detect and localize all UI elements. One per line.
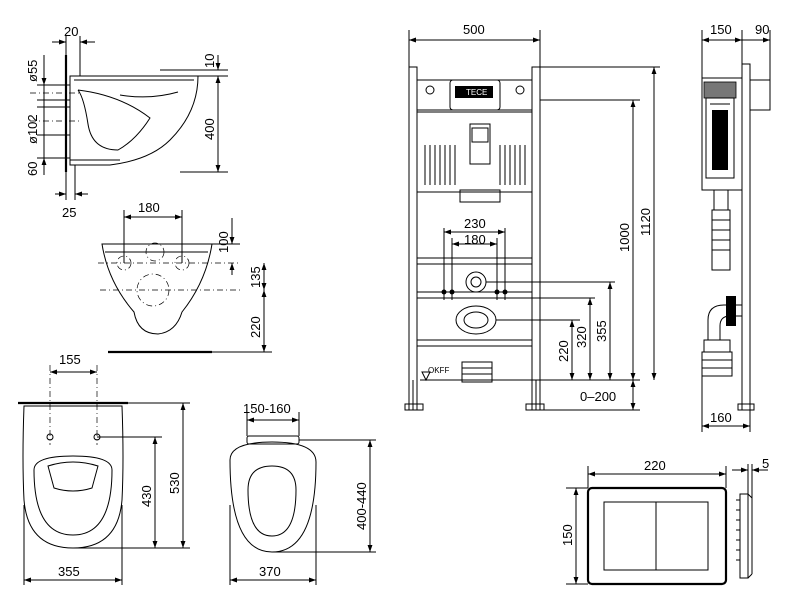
bowl-rear-135-label: 135 <box>248 266 263 288</box>
bowl-side-400-label: 400 <box>202 118 217 140</box>
seat-view: 150-160 400-440 370 <box>229 401 376 585</box>
frame-230-label: 230 <box>464 216 486 231</box>
bowl-top-view: 155 430 530 355 <box>18 352 190 585</box>
bowl-side-view: ø55 ø102 60 20 25 10 400 <box>25 24 228 220</box>
frame-1000-label: 1000 <box>617 223 632 252</box>
frame-width-label: 500 <box>463 22 485 37</box>
bowl-side-60-label: 60 <box>25 162 40 176</box>
bowl-side-10-label: 10 <box>202 54 217 68</box>
bowl-rear-view: 180 100 135 220 <box>98 200 272 354</box>
frame-side-view: 150 90 160 <box>701 22 771 432</box>
frame-180-label: 180 <box>464 232 486 247</box>
plate-thickness-label: 5 <box>762 456 769 471</box>
frame-adjust-label: 0–200 <box>580 389 616 404</box>
plate-width-label: 220 <box>644 458 666 473</box>
bowl-top-430-label: 430 <box>139 485 154 507</box>
frame-355-label: 355 <box>594 320 609 342</box>
bowl-side-25-label: 25 <box>62 205 76 220</box>
seat-hinge-label: 150-160 <box>243 401 291 416</box>
bowl-rear-180-label: 180 <box>138 200 160 215</box>
bowl-side-d102-label: ø102 <box>25 114 40 144</box>
seat-length-label: 400-440 <box>354 482 369 530</box>
bowl-top-155-label: 155 <box>59 352 81 367</box>
flush-plate-view: 220 150 5 <box>560 456 769 586</box>
side-150-label: 150 <box>710 22 732 37</box>
frame-320-label: 320 <box>574 326 589 348</box>
bowl-side-20-label: 20 <box>64 24 78 39</box>
frame-220-label: 220 <box>556 340 571 362</box>
plate-height-label: 150 <box>560 524 575 546</box>
frame-brand-label: TECE <box>466 88 487 97</box>
bowl-rear-100-label: 100 <box>216 231 231 253</box>
bowl-rear-220-label: 220 <box>248 316 263 338</box>
side-160-label: 160 <box>710 410 732 425</box>
seat-width-label: 370 <box>259 564 281 579</box>
frame-1120-label: 1120 <box>638 208 653 236</box>
side-90-label: 90 <box>755 22 769 37</box>
frame-front-view: TECE <box>404 22 660 411</box>
bowl-side-d55-label: ø55 <box>25 60 40 82</box>
bowl-top-530-label: 530 <box>167 472 182 494</box>
cistern-ribs <box>424 145 526 185</box>
bowl-top-355-label: 355 <box>58 564 80 579</box>
floor-mark-label: OKFF <box>428 366 449 375</box>
